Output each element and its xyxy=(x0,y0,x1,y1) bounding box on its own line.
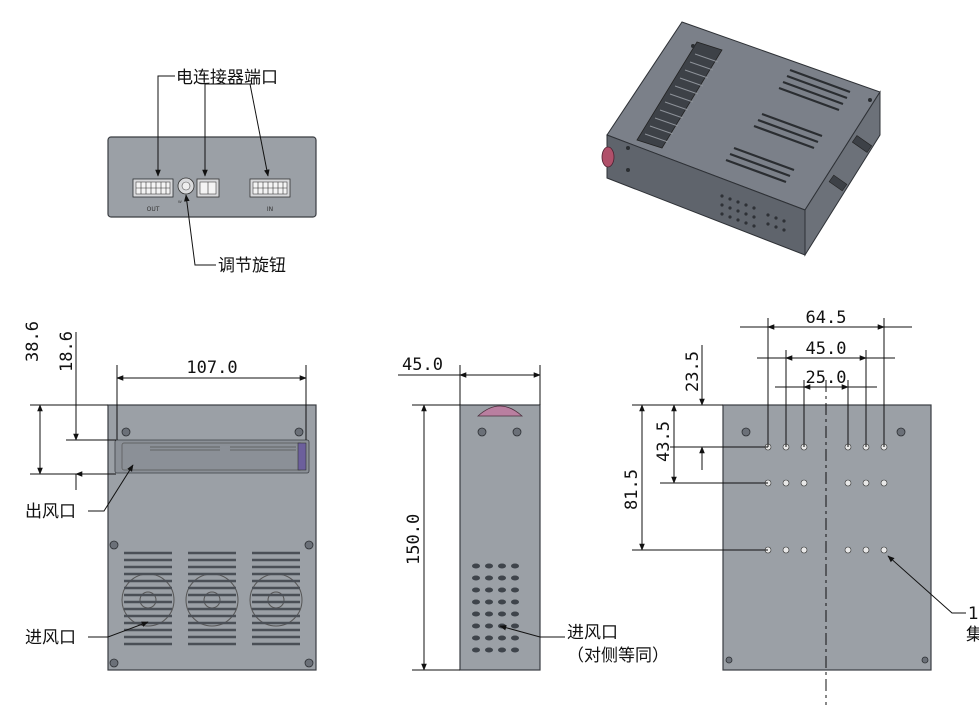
fan-grill-right xyxy=(249,551,303,646)
dim-front-height-total: 38.6 xyxy=(23,321,43,362)
dim-holes-inner: 25.0 xyxy=(806,368,847,388)
out-connector xyxy=(132,178,174,198)
dim-front-width: 107.0 xyxy=(186,358,237,378)
dim-holes-row2: 43.5 xyxy=(654,421,674,462)
air-inlet-label: 进风口 xyxy=(25,628,76,648)
side-view: 45.0 150.0 进风口 （对侧等同） xyxy=(398,355,669,671)
connector-panel-view: OUT ᵂ IN 电连接器端口 调节旋钮 xyxy=(107,68,317,276)
out-label: OUT xyxy=(147,206,160,213)
knob-mark: ᵂ xyxy=(178,200,182,207)
in-connector xyxy=(249,178,291,198)
same-both-sides-label: （对侧等同） xyxy=(567,646,669,666)
dim-side-depth: 45.0 xyxy=(402,355,443,375)
mid-connector xyxy=(196,178,220,198)
isometric-view xyxy=(601,21,881,257)
dim-front-height-slot: 18.6 xyxy=(57,331,77,372)
top-view: 64.5 45.0 25.0 23.5 43.5 81.5 1 集 xyxy=(622,308,979,705)
dim-side-height: 150.0 xyxy=(404,514,424,565)
dim-holes-mid: 45.0 xyxy=(806,339,847,359)
adjust-knob-label: 调节旋钮 xyxy=(218,256,286,276)
fan-grill-middle xyxy=(185,551,239,646)
hole-callout-line2: 集 xyxy=(966,625,979,645)
fan-grill-left xyxy=(121,551,175,646)
connector-port-label: 电连接器端口 xyxy=(176,68,278,88)
hole-callout-line1: 1 xyxy=(968,604,979,624)
dim-holes-outer: 64.5 xyxy=(806,308,847,328)
bottom-view: 107.0 38.6 18.6 出风口 进风口 xyxy=(23,321,317,671)
dim-holes-top-offset: 23.5 xyxy=(683,351,703,392)
in-label: IN xyxy=(267,206,273,213)
air-outlet-label: 出风口 xyxy=(25,502,76,522)
dim-holes-row3: 81.5 xyxy=(622,469,642,510)
side-air-inlet-label: 进风口 xyxy=(567,623,618,643)
